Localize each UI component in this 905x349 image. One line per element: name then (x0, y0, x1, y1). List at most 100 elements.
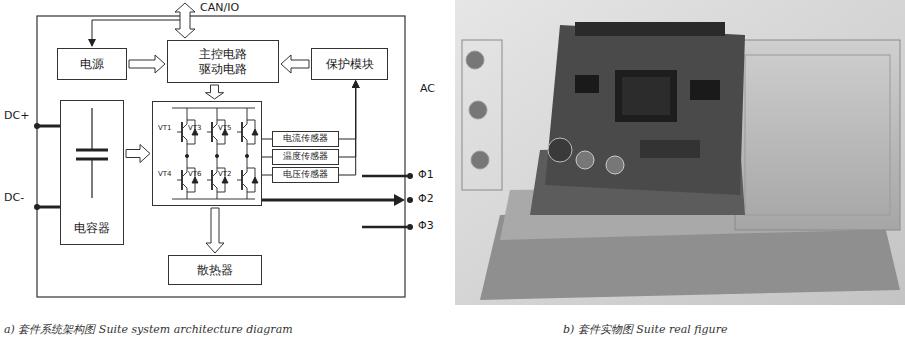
line-shape (247, 196, 248, 199)
line-shape (247, 192, 255, 193)
box-label: 主控电路 驱动电路 (198, 47, 248, 77)
signal-line (339, 81, 356, 157)
box-label: 散热器 (197, 263, 233, 278)
line-shape (183, 136, 187, 140)
box-label: 电压传感器 (283, 169, 328, 180)
signal-line (339, 81, 356, 139)
terminal-name: AC (420, 82, 435, 95)
signal-name: CAN/IO (200, 1, 239, 14)
signal-line (339, 81, 356, 175)
line-shape (37, 125, 60, 128)
line-shape (177, 132, 182, 133)
line-shape (76, 149, 108, 152)
rect-shape (615, 70, 677, 122)
block-arrow (206, 208, 224, 253)
line-shape (177, 180, 182, 181)
line-shape (247, 144, 255, 145)
sensor-box: 温度传感器 (272, 149, 339, 165)
line-shape (207, 180, 212, 181)
polygon-shape (252, 129, 258, 135)
line-shape (187, 120, 195, 121)
line-shape (187, 196, 188, 199)
line-shape (91, 159, 92, 198)
line-shape (237, 180, 242, 181)
signal-line (262, 139, 272, 140)
line-shape (187, 192, 195, 193)
line-shape (187, 144, 195, 145)
line-shape (37, 206, 60, 209)
circle-shape (576, 151, 594, 169)
line-shape (183, 172, 187, 176)
rect-shape (575, 75, 599, 93)
circle-shape (471, 151, 489, 169)
circle-shape (34, 204, 40, 210)
dc-terminals (34, 123, 60, 210)
rect-shape (735, 40, 900, 230)
signal-line (262, 175, 272, 176)
line-shape (213, 124, 217, 128)
circle-shape (466, 51, 484, 69)
block-arrow (126, 145, 150, 163)
figure-caption: b) 套件实物图 Suite real figure (563, 323, 727, 336)
igbt-bridge (172, 108, 258, 199)
line-shape (187, 168, 195, 169)
rect-shape (745, 55, 890, 215)
circle-shape (185, 154, 188, 157)
circle-shape (215, 154, 218, 157)
circle-shape (34, 123, 40, 129)
polygon-shape (394, 194, 405, 206)
power-box: 电源 (57, 48, 127, 80)
box-label: 电流传感器 (283, 133, 328, 144)
circle-shape (407, 197, 413, 203)
line-shape (213, 184, 217, 188)
heatsink-box: 散热器 (168, 255, 262, 285)
circle-shape (548, 138, 572, 162)
line-shape (207, 132, 212, 133)
line-shape (213, 172, 217, 176)
switch-label: VT6 (188, 170, 202, 179)
switch-label: VT3 (188, 124, 202, 133)
inverter-bridge-box: VT1VT3VT5VT4VT6VT2 (152, 101, 262, 206)
box-label: 电源 (80, 57, 104, 72)
protection-box: 保护模块 (311, 48, 388, 80)
line-shape (187, 108, 188, 116)
rect-shape (462, 40, 502, 190)
signal-line (262, 157, 272, 158)
line-shape (247, 168, 255, 169)
line-shape (217, 192, 225, 193)
block-arrow (206, 85, 224, 99)
block-arrow (129, 55, 165, 73)
rect-shape (37, 16, 405, 297)
box-label: 电容器 (74, 221, 110, 236)
rect-shape (575, 22, 725, 36)
line-shape (262, 199, 394, 202)
switch-label: VT1 (158, 124, 172, 133)
line-shape (213, 136, 217, 140)
control-driver-box: 主控电路 驱动电路 (167, 40, 279, 83)
rect-shape (455, 0, 905, 305)
switch-label: VT4 (158, 170, 172, 179)
circle-shape (407, 173, 413, 179)
phase-name: Φ3 (418, 219, 434, 232)
circle-shape (606, 156, 624, 174)
box-label: 温度传感器 (283, 151, 328, 162)
circle-shape (469, 101, 487, 119)
g-shape (177, 108, 258, 199)
switch-label: VT2 (218, 170, 232, 179)
line-shape (183, 184, 187, 188)
suite-photo (455, 0, 905, 305)
block-arrow (281, 55, 309, 73)
line-shape (217, 196, 218, 199)
polygon-shape (545, 25, 745, 195)
line-shape (237, 132, 242, 133)
line-shape (217, 168, 225, 169)
rect-shape (640, 140, 700, 158)
phase-name: Φ2 (418, 192, 434, 205)
polygon-shape (252, 177, 258, 183)
line-shape (247, 120, 255, 121)
sensor-box: 电流传感器 (272, 131, 339, 147)
rect-shape (690, 80, 720, 100)
line-shape (172, 108, 255, 109)
